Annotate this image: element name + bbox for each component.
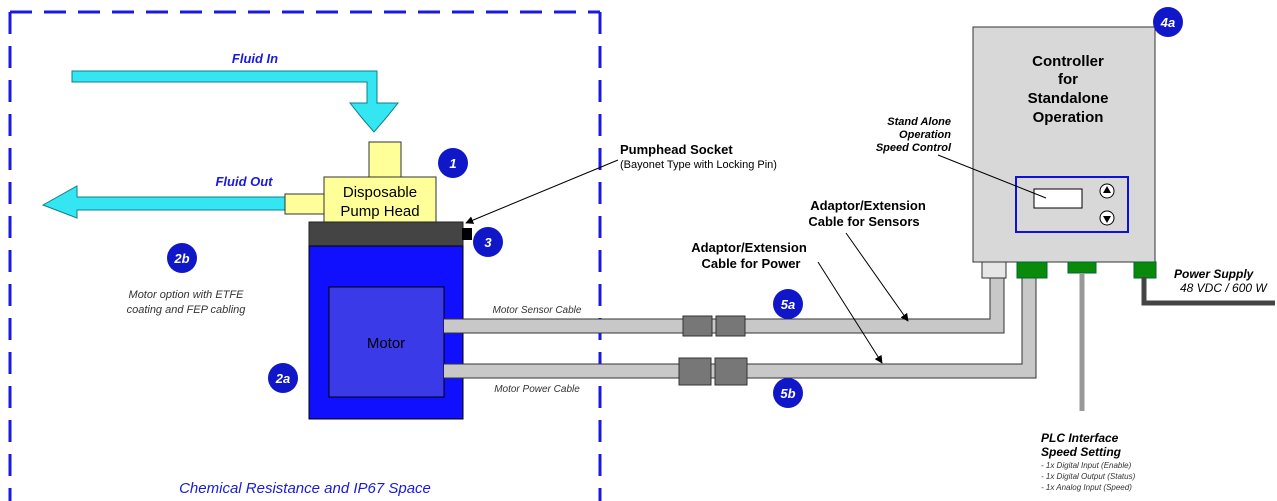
svg-text:2a: 2a — [275, 371, 290, 386]
motor-label: Motor — [367, 335, 405, 352]
motor-option-line2: coating and FEP cabling — [127, 304, 247, 316]
badge-5a: 5a — [773, 289, 803, 319]
locking-pin — [462, 228, 472, 240]
fluid-in-label: Fluid In — [232, 51, 278, 66]
standalone-pointer — [937, 154, 1047, 199]
socket-subtitle: (Bayonet Type with Locking Pin) — [620, 159, 777, 171]
plc-title1: PLC Interface — [1041, 431, 1119, 445]
plc-item-3: - 1x Analog Input (Speed) — [1041, 483, 1132, 492]
power-port — [1016, 261, 1048, 279]
fluid-out-label: Fluid Out — [215, 174, 273, 189]
zone-label: Chemical Resistance and IP67 Space — [179, 480, 431, 497]
badge-4a: 4a — [1153, 7, 1183, 37]
standalone-line2: Operation — [899, 129, 951, 141]
sensor-cable-label: Motor Sensor Cable — [493, 305, 582, 316]
adaptor-power-line1: Adaptor/Extension — [691, 240, 807, 255]
down-arrow-icon[interactable] — [1099, 210, 1115, 226]
badge-1: 1 — [438, 148, 468, 178]
motor-option-line1: Motor option with ETFE — [129, 289, 245, 301]
pumphead-socket — [308, 221, 464, 247]
speed-display — [1033, 188, 1083, 209]
pump-head: Disposable Pump Head — [284, 141, 437, 224]
power-supply-spec: 48 VDC / 600 W — [1180, 281, 1268, 295]
power-connector-right — [714, 357, 748, 386]
controller: Controller for Standalone Operation — [972, 26, 1156, 263]
motor-power-cable: Motor Power Cable — [444, 270, 1037, 395]
badge-2b: 2b — [167, 243, 197, 273]
ip67-zone: Chemical Resistance and IP67 Space — [8, 10, 602, 501]
plc-item-2: - 1x Digital Output (Status) — [1041, 472, 1136, 481]
controller-line1: Controller — [1032, 53, 1104, 70]
sensor-connector-right — [715, 315, 746, 337]
adaptor-sensors-line2: Cable for Sensors — [808, 214, 919, 229]
motor-sensor-cable: Motor Sensor Cable — [444, 270, 1005, 334]
power-supply-title: Power Supply — [1174, 267, 1255, 281]
power-cable-label: Motor Power Cable — [494, 384, 580, 395]
sensor-connector-left — [682, 315, 713, 337]
svg-text:5a: 5a — [781, 297, 795, 312]
badge-5b: 5b — [773, 378, 803, 408]
badge-2a: 2a — [268, 363, 298, 393]
supply-cable — [1141, 277, 1275, 306]
fluid-in-arrow: Fluid In — [71, 51, 400, 133]
controller-line3: Standalone — [1028, 90, 1109, 107]
sensor-port — [981, 261, 1007, 279]
supply-port — [1133, 261, 1157, 279]
motor: Motor — [308, 245, 464, 420]
plc-title2: Speed Setting — [1041, 445, 1122, 459]
plc-port — [1067, 261, 1097, 274]
standalone-line1: Stand Alone — [887, 116, 951, 128]
svg-text:3: 3 — [484, 235, 492, 250]
badge-3: 3 — [473, 227, 503, 257]
plc-item-1: - 1x Digital Input (Enable) — [1041, 461, 1132, 470]
adaptor-sensors-pointer — [845, 232, 909, 322]
socket-title: Pumphead Socket — [620, 142, 733, 157]
svg-text:2b: 2b — [173, 251, 189, 266]
pump-head-line2: Pump Head — [340, 203, 419, 220]
controller-line4: Operation — [1033, 109, 1104, 126]
svg-text:4a: 4a — [1160, 15, 1175, 30]
controller-line2: for — [1058, 71, 1078, 88]
fluid-out-arrow: Fluid Out — [41, 174, 291, 219]
adaptor-power-line2: Cable for Power — [702, 256, 801, 271]
pump-head-line1: Disposable — [343, 184, 417, 201]
standalone-line3: Speed Control — [876, 142, 952, 154]
svg-text:1: 1 — [449, 156, 456, 171]
svg-text:5b: 5b — [780, 386, 795, 401]
socket-callout: Pumphead Socket (Bayonet Type with Locki… — [465, 142, 777, 224]
adaptor-sensors-line1: Adaptor/Extension — [810, 198, 926, 213]
up-arrow-icon[interactable] — [1099, 183, 1115, 199]
power-connector-left — [678, 357, 712, 386]
adaptor-power-pointer — [817, 261, 883, 364]
